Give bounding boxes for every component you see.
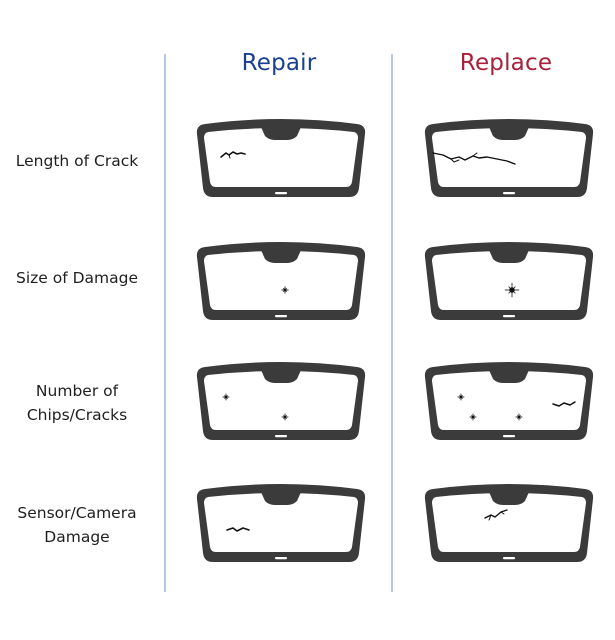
crack-mark <box>450 158 460 163</box>
rear-view-mirror-mount <box>261 127 301 140</box>
chip-mark <box>457 393 465 401</box>
windshield-glass <box>204 371 358 430</box>
bottom-clip <box>503 557 515 560</box>
windshield-illustration <box>421 360 597 444</box>
bottom-clip <box>275 192 287 195</box>
bottom-clip <box>503 192 515 195</box>
windshield-glass <box>432 128 586 187</box>
windshield-glass <box>432 493 586 552</box>
rear-view-mirror-mount <box>261 370 301 383</box>
row-label-line: Chips/Cracks <box>26 406 128 424</box>
windshield-illustration <box>193 360 369 444</box>
chip-mark <box>281 286 289 294</box>
windshield-illustration <box>421 117 597 201</box>
crack-mark <box>228 154 231 159</box>
crack-mark <box>552 401 576 407</box>
crack-mark <box>226 527 250 532</box>
rear-view-mirror-mount <box>261 250 301 263</box>
row-label-line: Size of Damage <box>15 269 139 287</box>
bottom-clip <box>275 557 287 560</box>
crack-mark <box>220 151 246 158</box>
chip-mark <box>504 282 520 298</box>
windshield-glass <box>204 128 358 187</box>
chip-mark <box>222 393 230 401</box>
rear-view-mirror-mount <box>489 370 529 383</box>
crack-mark <box>484 509 508 519</box>
windshield-illustration <box>193 482 369 566</box>
row-label-line: Length of Crack <box>15 152 139 170</box>
windshield-glass <box>432 371 586 430</box>
crack-mark <box>500 511 505 515</box>
row-label-line: Damage <box>44 528 110 546</box>
bottom-clip <box>275 435 287 438</box>
column-divider <box>391 54 393 592</box>
row-label-line: Number of <box>35 382 119 400</box>
rear-view-mirror-mount <box>489 127 529 140</box>
crack-mark <box>472 152 478 157</box>
windshield-illustration <box>193 240 369 324</box>
rear-view-mirror-mount <box>261 492 301 505</box>
windshield-illustration <box>421 482 597 566</box>
bottom-clip <box>275 315 287 318</box>
bottom-clip <box>503 435 515 438</box>
row-label-number-of-chips: Number of Chips/Cracks <box>2 379 152 427</box>
crack-mark <box>488 514 492 521</box>
row-label-length-of-crack: Length of Crack <box>2 149 152 173</box>
chip-mark <box>281 413 289 421</box>
rear-view-mirror-mount <box>489 250 529 263</box>
windshield-glass <box>432 251 586 310</box>
chip-mark <box>469 413 477 421</box>
chip-mark <box>515 413 523 421</box>
column-title-replace: Replace <box>459 50 553 76</box>
column-title-repair: Repair <box>241 50 317 76</box>
rear-view-mirror-mount <box>489 492 529 505</box>
row-label-size-of-damage: Size of Damage <box>2 266 152 290</box>
row-label-line: Sensor/Camera <box>17 504 137 522</box>
row-label-sensor-camera-damage: Sensor/Camera Damage <box>2 501 152 549</box>
windshield-glass <box>204 251 358 310</box>
windshield-illustration <box>193 117 369 201</box>
windshield-glass <box>204 493 358 552</box>
bottom-clip <box>503 315 515 318</box>
windshield-illustration <box>421 240 597 324</box>
column-divider <box>164 54 166 592</box>
